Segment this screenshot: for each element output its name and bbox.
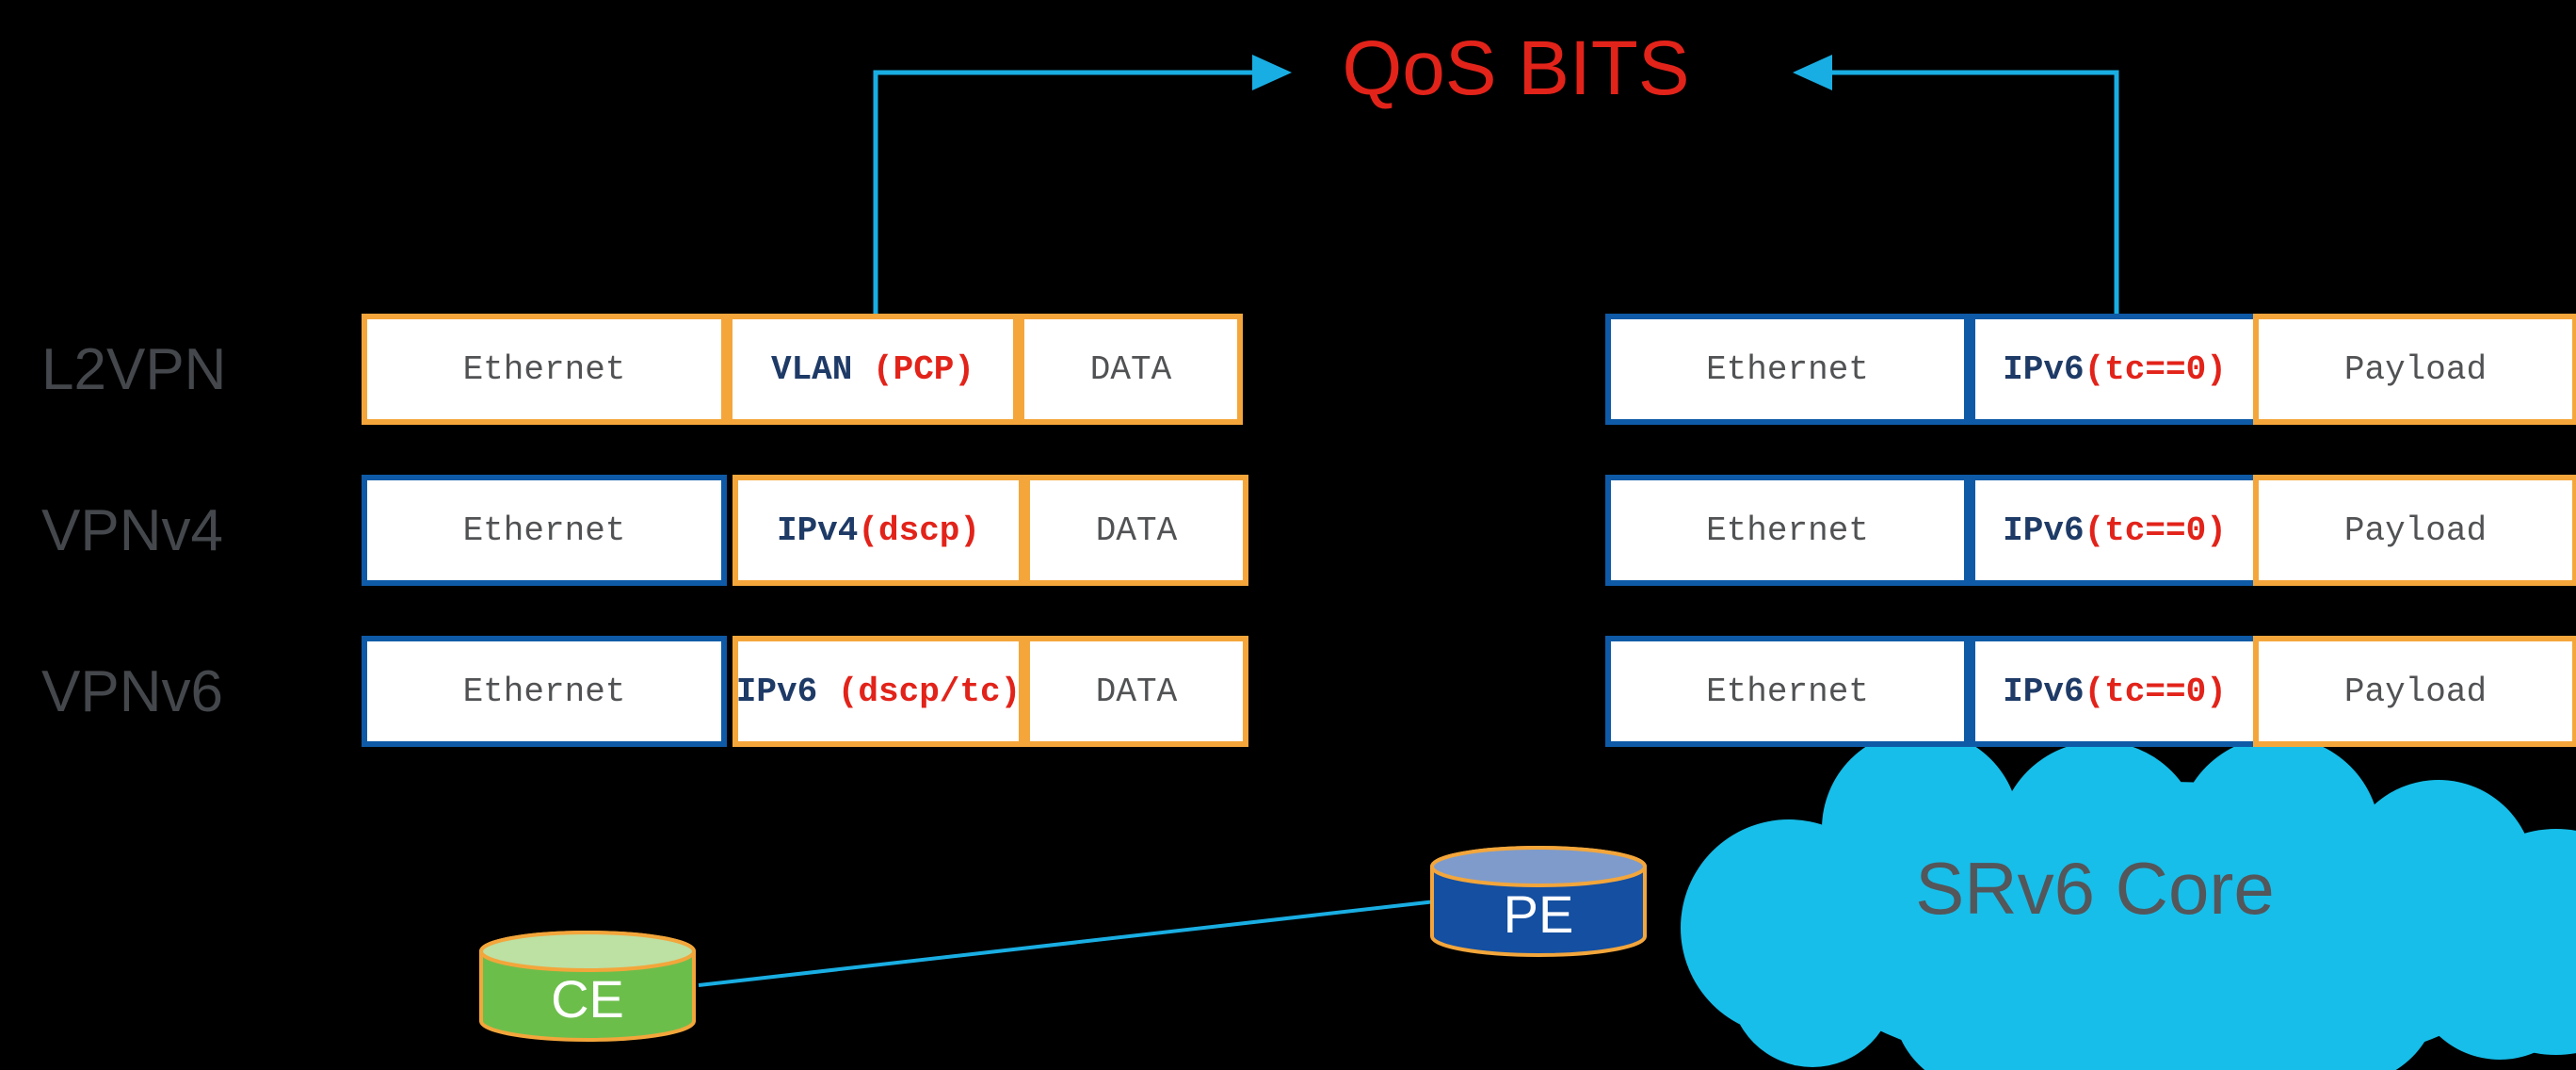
field-label: IPv6 — [2003, 672, 2085, 711]
field-qos-qualifier: (tc==0) — [2084, 672, 2227, 711]
srv6-core-cloud: SRv6 Core — [1681, 730, 2576, 1070]
field-label: Ethernet — [1706, 672, 1869, 711]
field-label: Ethernet — [462, 511, 626, 550]
field-label: VLAN — [770, 349, 853, 389]
packet-field-ipv6: IPv6(tc==0) — [1970, 636, 2260, 747]
packet-field-payload: Payload — [2253, 314, 2576, 425]
field-label: Payload — [2343, 511, 2487, 550]
packet-field-ethernet: Ethernet — [362, 314, 727, 425]
packet-field-vlan: VLAN (PCP) — [727, 314, 1019, 425]
packet-row-srv6-2: Ethernet IPv6(tc==0) Payload — [1605, 475, 2576, 586]
packet-field-payload: Payload — [2253, 475, 2576, 586]
qos-arrow-left — [873, 55, 1292, 314]
ce-node-icon: CE — [479, 931, 696, 1042]
packet-field-payload: Payload — [2253, 636, 2576, 747]
field-label: IPv4 — [776, 511, 859, 550]
field-label: Payload — [2343, 349, 2487, 389]
field-qos-qualifier: (dscp) — [858, 511, 981, 550]
field-label: IPv6 — [2003, 349, 2085, 389]
field-label: Ethernet — [462, 349, 626, 389]
qos-arrow-right — [1793, 55, 2119, 314]
field-label: Ethernet — [1706, 349, 1869, 389]
row-label-l2vpn: L2VPN — [41, 336, 227, 402]
packet-row-vpnv4-left: Ethernet IPv4(dscp) DATA — [362, 475, 1248, 586]
packet-field-data: DATA — [1019, 314, 1243, 425]
packet-field-ethernet: Ethernet — [362, 475, 727, 586]
packet-field-ipv6: IPv6 (dscp/tc) — [733, 636, 1024, 747]
packet-field-ethernet: Ethernet — [1605, 636, 1970, 747]
row-label-vpnv6: VPNv6 — [41, 658, 223, 724]
packet-field-ipv6: IPv6(tc==0) — [1970, 475, 2260, 586]
field-qos-qualifier: (dscp/tc) — [817, 672, 1022, 711]
packet-field-ethernet: Ethernet — [1605, 475, 1970, 586]
field-label: IPv6 — [735, 672, 818, 711]
arrow-left-head-icon — [1793, 55, 1832, 90]
cloud-shape — [1681, 730, 2576, 1070]
arrow-right-head-icon — [1252, 55, 1292, 90]
field-qos-qualifier: (PCP) — [852, 349, 975, 389]
field-label: Payload — [2343, 672, 2487, 711]
row-label-vpnv4: VPNv4 — [41, 497, 223, 563]
field-qos-qualifier: (tc==0) — [2084, 349, 2227, 389]
packet-row-vpnv6-left: Ethernet IPv6 (dscp/tc) DATA — [362, 636, 1248, 747]
packet-row-l2vpn-left: Ethernet VLAN (PCP) DATA — [362, 314, 1243, 425]
field-qos-qualifier: (tc==0) — [2084, 511, 2227, 550]
srv6-core-label: SRv6 Core — [1915, 847, 2274, 930]
field-label: IPv6 — [2003, 511, 2085, 550]
packet-field-ethernet: Ethernet — [1605, 314, 1970, 425]
ce-node-label: CE — [551, 969, 624, 1029]
pe-node-icon: PE — [1430, 846, 1647, 957]
packet-row-srv6-3: Ethernet IPv6(tc==0) Payload — [1605, 636, 2576, 747]
packet-field-ipv6: IPv6(tc==0) — [1970, 314, 2260, 425]
field-label: DATA — [1095, 511, 1178, 550]
packet-field-data: DATA — [1024, 475, 1248, 586]
field-label: Ethernet — [462, 672, 626, 711]
packet-row-srv6-1: Ethernet IPv6(tc==0) Payload — [1605, 314, 2576, 425]
qos-bits-title: QoS BITS — [1342, 25, 1690, 111]
pe-node-label: PE — [1504, 884, 1574, 944]
field-label: Ethernet — [1706, 511, 1869, 550]
packet-field-ipv4: IPv4(dscp) — [733, 475, 1024, 586]
packet-field-ethernet: Ethernet — [362, 636, 727, 747]
field-label: DATA — [1089, 349, 1172, 389]
packet-field-data: DATA — [1024, 636, 1248, 747]
field-label: DATA — [1095, 672, 1178, 711]
